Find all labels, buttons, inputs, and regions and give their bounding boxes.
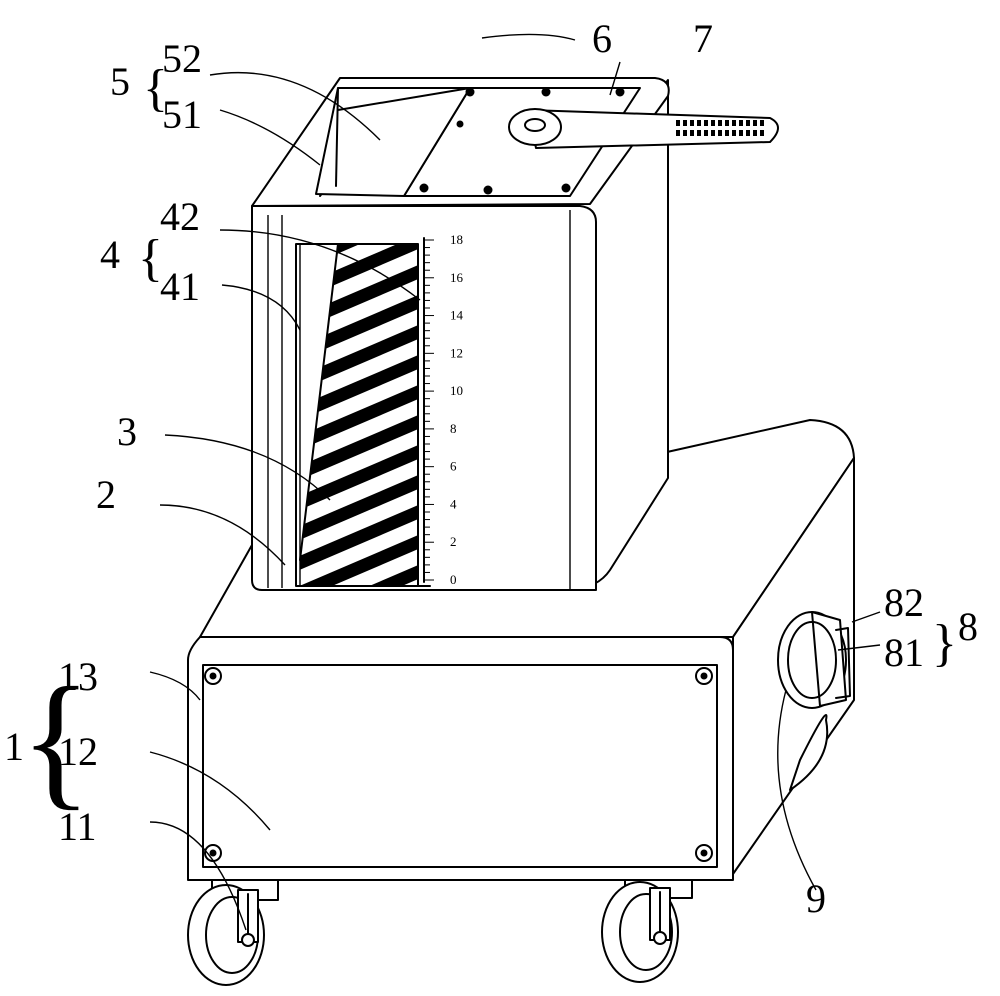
grip-mark xyxy=(746,130,750,136)
grip-mark xyxy=(732,120,736,126)
front-panel xyxy=(202,664,718,868)
grip-mark xyxy=(760,130,764,136)
grip-mark xyxy=(676,130,680,136)
svg-text:{: { xyxy=(138,230,163,287)
label-5: 5 xyxy=(110,59,130,104)
grip-mark xyxy=(760,120,764,126)
scale-tick-label: 14 xyxy=(450,308,464,323)
grip-mark xyxy=(711,130,715,136)
panel-bolts xyxy=(204,667,713,862)
caster-wheel-left xyxy=(187,879,279,986)
label-2: 2 xyxy=(96,472,116,517)
grip-mark xyxy=(753,120,757,126)
label-42: 42 xyxy=(160,194,200,239)
scale-tick-label: 16 xyxy=(450,270,464,285)
label-4: 4 xyxy=(100,232,120,277)
label-9: 9 xyxy=(806,876,826,921)
label-12: 12 xyxy=(58,729,98,774)
label-82: 82 xyxy=(884,580,924,625)
grip-mark xyxy=(746,120,750,126)
grip-mark xyxy=(725,130,729,136)
grip-mark xyxy=(676,120,680,126)
caster-wheel-back xyxy=(789,714,829,791)
lid-screws xyxy=(419,87,625,195)
svg-text:}: } xyxy=(932,615,957,672)
handle-grip-pattern xyxy=(676,120,764,136)
scale-tick-label: 4 xyxy=(450,496,457,511)
label-11: 11 xyxy=(58,804,97,849)
label-3: 3 xyxy=(117,409,137,454)
svg-text:{: { xyxy=(20,657,92,823)
callout-labels: 5 52 51 6 7 4 42 41 3 2 1 13 12 11 82 81… xyxy=(4,16,978,921)
scale-tick-label: 12 xyxy=(450,345,463,360)
caster-wheel-right xyxy=(601,879,693,983)
label-51: 51 xyxy=(162,92,202,137)
scale-tick-label: 10 xyxy=(450,383,463,398)
grip-mark xyxy=(683,120,687,126)
grip-mark xyxy=(753,130,757,136)
label-7: 7 xyxy=(693,16,713,61)
scale-tick-label: 6 xyxy=(450,459,457,474)
label-41: 41 xyxy=(160,264,200,309)
grip-mark xyxy=(739,130,743,136)
level-scale: 18 16 14 12 10 8 6 4 2 0 xyxy=(423,232,464,587)
scale-tick-label: 0 xyxy=(450,572,457,587)
label-52: 52 xyxy=(162,36,202,81)
grip-mark xyxy=(683,130,687,136)
grip-mark xyxy=(725,120,729,126)
scale-tick-label: 18 xyxy=(450,232,463,247)
svg-text:{: { xyxy=(143,60,168,117)
grip-mark xyxy=(711,120,715,126)
grip-mark xyxy=(697,130,701,136)
label-13: 13 xyxy=(58,654,98,699)
grip-mark xyxy=(704,130,708,136)
scale-tick-label: 2 xyxy=(450,534,457,549)
grip-mark xyxy=(718,130,722,136)
grip-mark xyxy=(732,130,736,136)
grip-mark xyxy=(697,120,701,126)
grip-mark xyxy=(690,120,694,126)
label-1: 1 xyxy=(4,724,24,769)
label-81: 81 xyxy=(884,630,924,675)
grip-mark xyxy=(739,120,743,126)
label-6: 6 xyxy=(592,16,612,61)
label-braces: { { { } xyxy=(20,60,957,823)
side-fitting xyxy=(777,611,851,709)
leader-lines xyxy=(149,33,881,931)
grip-mark xyxy=(718,120,722,126)
scale-tick-label: 8 xyxy=(450,421,457,436)
handle xyxy=(508,108,779,149)
grip-mark xyxy=(690,130,694,136)
label-8: 8 xyxy=(958,604,978,649)
grip-mark xyxy=(704,120,708,126)
